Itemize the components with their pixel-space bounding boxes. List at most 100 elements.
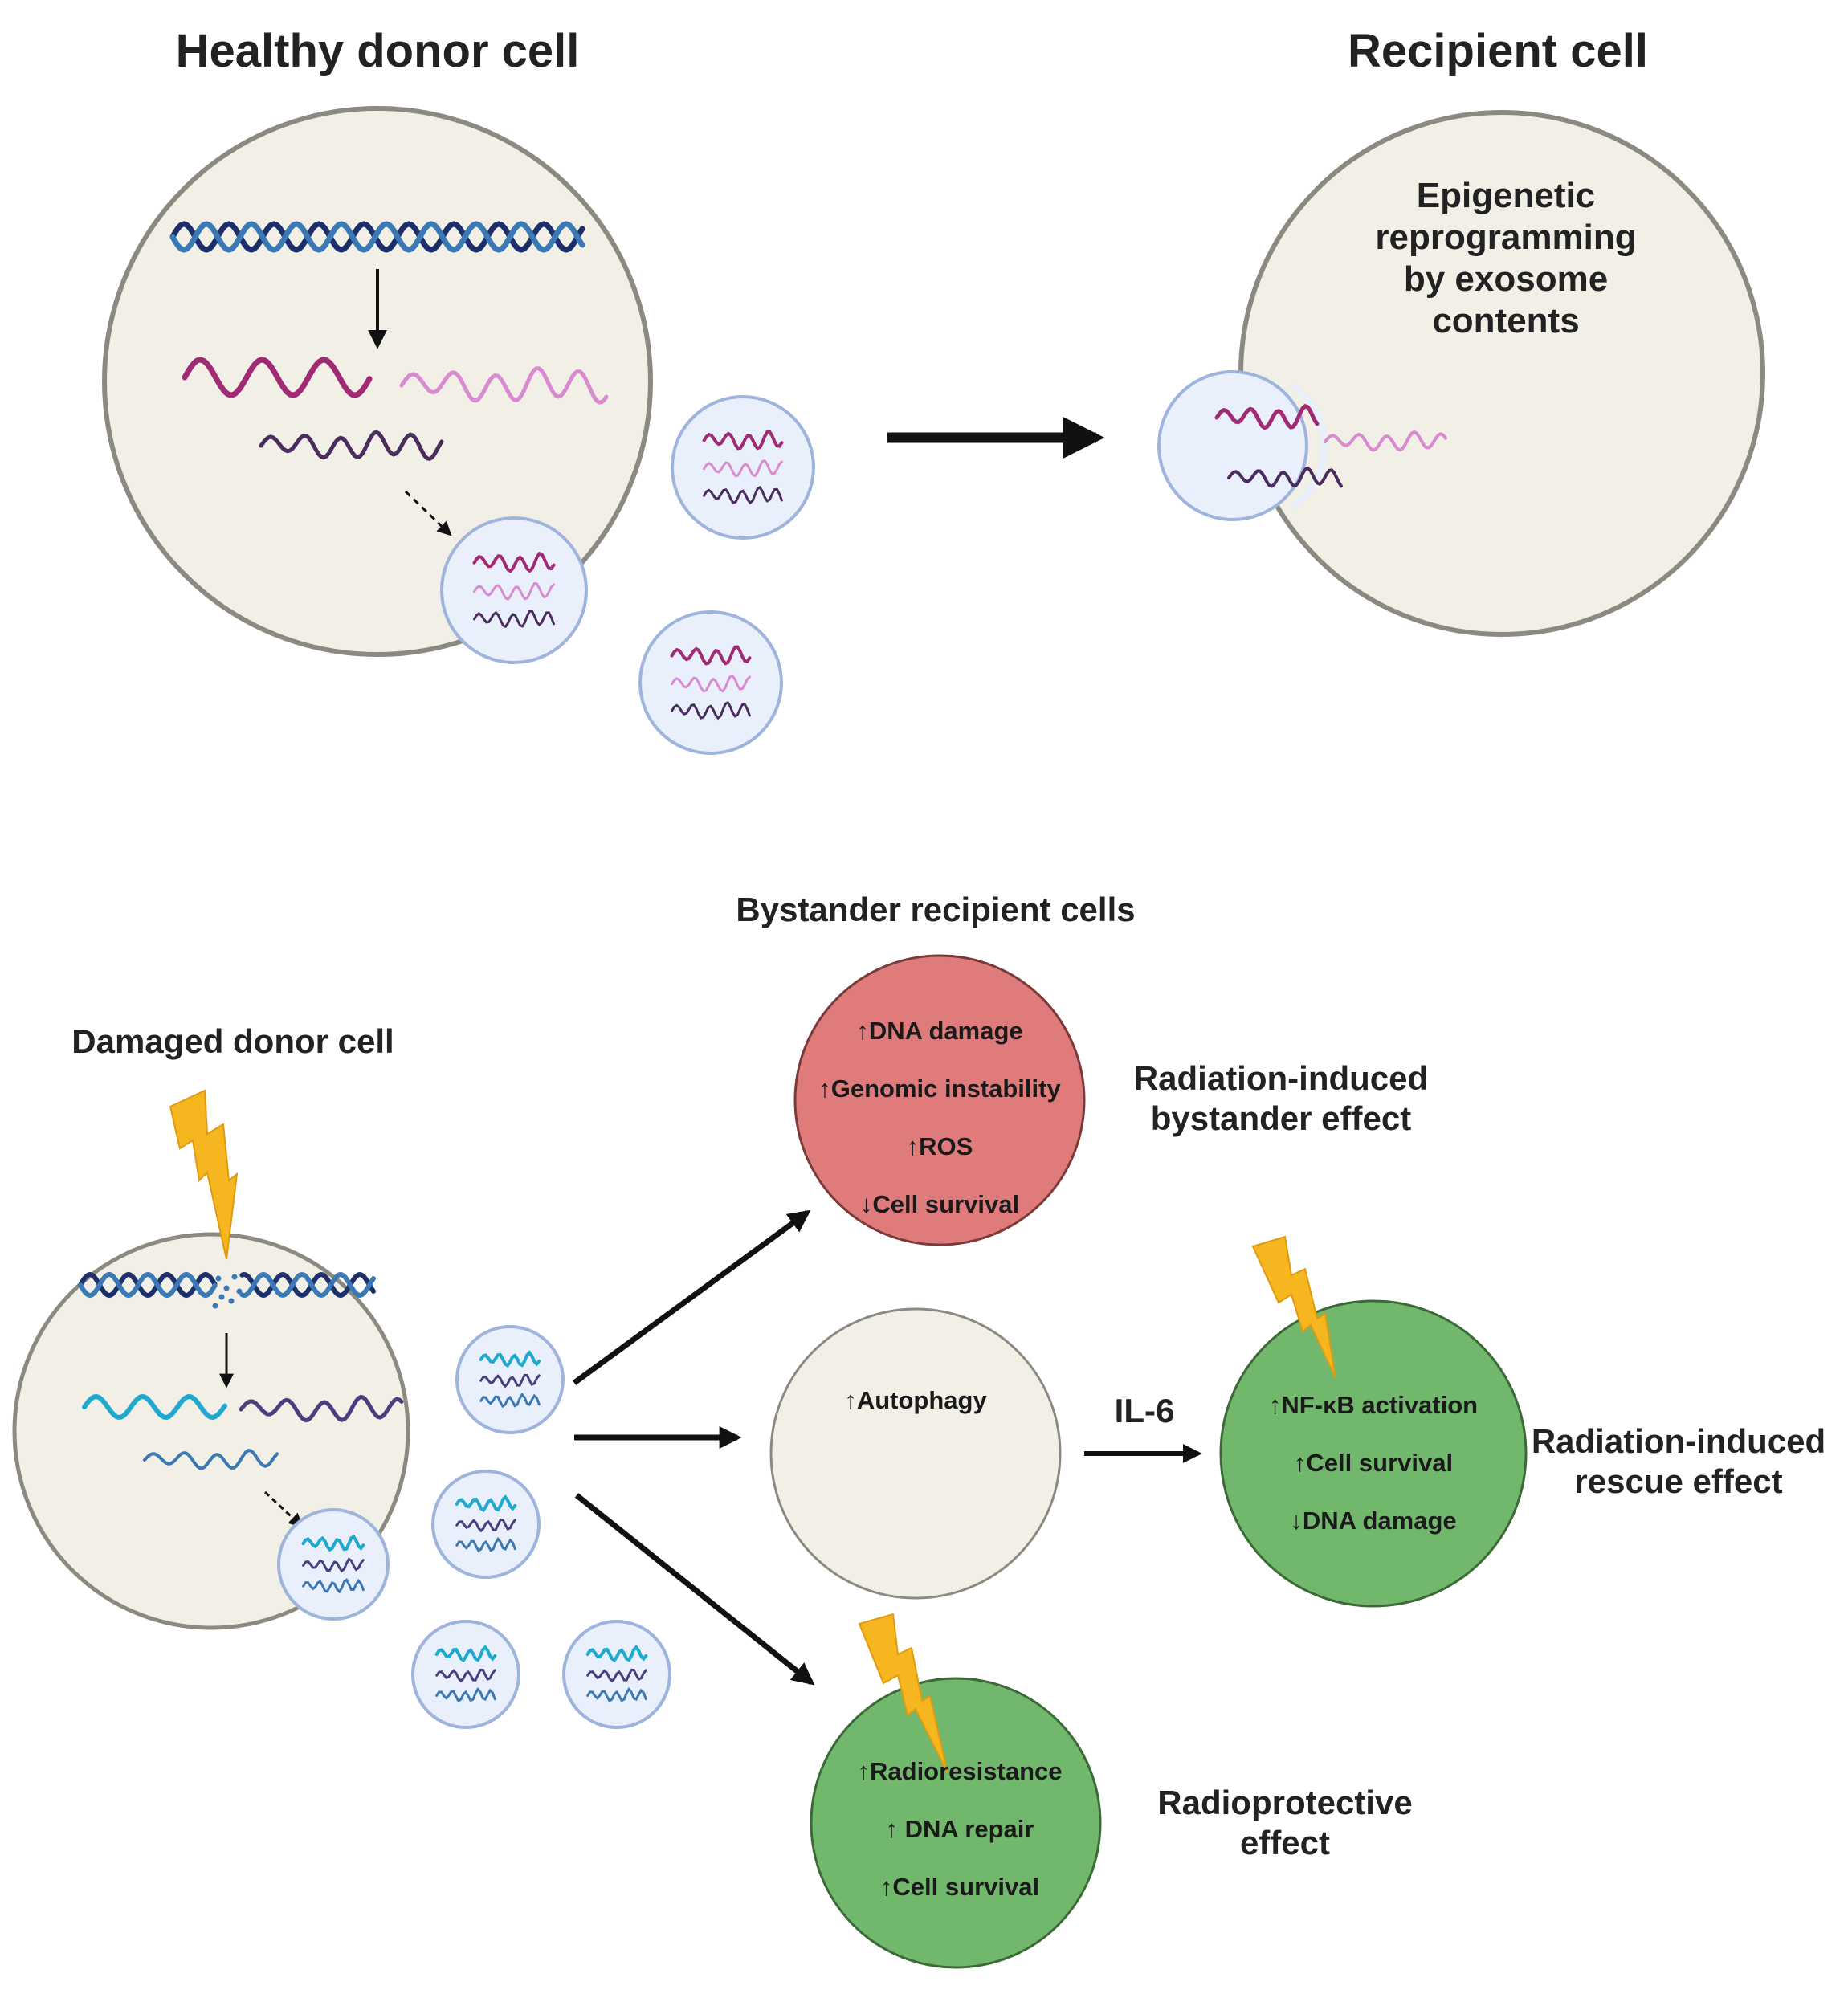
exosome-rna-2 <box>455 1518 516 1533</box>
arrow-to-radioprotective-cell <box>574 1493 815 1686</box>
exosome-rna-1 <box>702 430 784 451</box>
bystander-recipient-cells-title: Bystander recipient cells <box>736 891 1136 928</box>
exosome-rna-3 <box>455 1536 516 1553</box>
exosomes-bottom <box>277 1325 671 1729</box>
exosome-rna-1 <box>301 1534 365 1552</box>
exosome-rna-1 <box>670 645 752 666</box>
exosome-rna-3 <box>586 1686 647 1703</box>
epigenetic-line-1: Epigenetic <box>1416 176 1596 215</box>
rescue-effect-line-2: rescue effect <box>1574 1462 1783 1500</box>
dna-fragment-dot <box>218 1294 225 1300</box>
rna-group-healthy <box>182 357 609 462</box>
exosome-rna-3 <box>435 1686 496 1703</box>
exosome-rna-2 <box>473 581 555 601</box>
exosome-rna-1 <box>585 1645 648 1663</box>
exosome-bottom-1 <box>455 1325 565 1434</box>
exosome-rna-1 <box>479 1350 541 1368</box>
exosome-bottom-3 <box>411 1620 520 1729</box>
lightning-bolt-icon-damaged <box>169 1089 239 1260</box>
exosome-rna-1 <box>455 1494 517 1513</box>
exosome-rna-2 <box>435 1668 496 1683</box>
effect-ros-up: ↑ROS <box>906 1132 973 1160</box>
radioprotective-effect-label: Radioprotective effect <box>1124 1783 1446 1862</box>
rna-strand-purple <box>259 430 444 462</box>
released-rna-pink <box>1324 430 1447 452</box>
epigenetic-line-4: contents <box>1432 300 1580 340</box>
effect-dna-damage-up: ↑DNA damage <box>856 1017 1023 1045</box>
arrow-rna-to-exosome <box>404 490 452 536</box>
exosome-fusion-gap <box>1291 382 1328 509</box>
effect-cell-survival-up: ↑Cell survival <box>1293 1449 1454 1477</box>
exosome-rna-3 <box>703 485 783 505</box>
exosome-rna-1 <box>434 1645 497 1663</box>
dna-double-helix-healthy <box>169 221 585 253</box>
rna-strand-cyan <box>82 1393 227 1421</box>
effect-radioresistance-up: ↑Radioresistance <box>857 1757 1063 1785</box>
rna-strand-pink <box>399 366 609 405</box>
autophagy-cell <box>769 1307 1062 1600</box>
radioprotective-line-2: effect <box>1239 1823 1331 1861</box>
healthy-donor-cell-title: Healthy donor cell <box>175 25 580 77</box>
rescue-effect-cell <box>1219 1299 1528 1608</box>
dna-fragment-dot <box>231 1274 238 1280</box>
released-rna-purple <box>1227 466 1343 488</box>
lightning-bolt-icon-rescue <box>1251 1235 1336 1379</box>
autophagy-label: ↑Autophagy <box>844 1386 987 1414</box>
bystander-effect-cell <box>793 954 1086 1246</box>
effect-cell-survival-down: ↓Cell survival <box>859 1190 1020 1218</box>
bystander-cell-effects: ↑DNA damage ↑Genomic instability ↑ROS ↓C… <box>799 1002 1080 1234</box>
rna-group-damaged <box>82 1393 404 1470</box>
rescue-cell-effects: ↑NF-κB activation ↑Cell survival ↓DNA da… <box>1241 1376 1506 1550</box>
released-rna-magenta <box>1214 403 1320 430</box>
rna-strand-magenta <box>182 357 373 398</box>
dna-fragment-dot <box>228 1298 235 1304</box>
radiation-induced-bystander-effect-label: Radiation-induced bystander effect <box>1108 1058 1454 1138</box>
dna-fragment-dot <box>215 1275 222 1282</box>
dna-double-helix-damaged <box>78 1271 376 1309</box>
exosome-rna-3 <box>473 610 555 629</box>
exosomes-top <box>440 370 1447 755</box>
recipient-cell-title: Recipient cell <box>1348 25 1648 77</box>
dna-fragment-dot <box>212 1303 218 1309</box>
effect-dna-repair-up: ↑ DNA repair <box>885 1815 1034 1843</box>
radioprotective-line-1: Radioprotective <box>1157 1784 1413 1821</box>
exosome-membrane-fusing <box>1157 370 1308 521</box>
exosome-rna-3 <box>671 700 751 720</box>
il6-label: IL-6 <box>1114 1392 1175 1429</box>
rna-strand-blue <box>143 1449 279 1470</box>
effect-cell-survival-up-2: ↑Cell survival <box>879 1873 1040 1901</box>
dna-strand-2 <box>169 221 585 253</box>
effect-genomic-instability-up: ↑Genomic instability <box>818 1074 1061 1103</box>
exosome-bottom-2 <box>431 1470 541 1579</box>
radiation-induced-rescue-effect-label: Radiation-induced rescue effect <box>1510 1421 1847 1501</box>
radioprotective-cell-effects: ↑Radioresistance ↑ DNA repair ↑Cell surv… <box>835 1743 1084 1916</box>
exosome-fusing-recipient <box>1157 370 1447 521</box>
exosome-rna-2 <box>302 1557 365 1573</box>
epigenetic-line-2: reprogramming <box>1375 217 1637 257</box>
bystander-effect-line-1: Radiation-induced <box>1133 1059 1429 1097</box>
dna-fragment-dot <box>223 1285 230 1291</box>
exosome-rna-1 <box>472 552 556 573</box>
exosome-leaving-donor <box>440 516 588 664</box>
exosome-leaving-damaged <box>277 1508 390 1621</box>
rescue-effect-line-1: Radiation-induced <box>1531 1422 1826 1460</box>
exosome-free-1 <box>671 395 815 540</box>
epigenetic-reprogramming-text: Epigenetic reprogramming by exosome cont… <box>1317 175 1695 342</box>
exosome-rna-2 <box>671 674 751 693</box>
exosome-rna-2 <box>479 1373 541 1388</box>
rna-strand-navy <box>239 1394 404 1423</box>
exosome-free-2 <box>638 610 783 755</box>
radioprotective-cell <box>810 1677 1102 1969</box>
effect-dna-damage-down: ↓DNA damage <box>1290 1507 1457 1535</box>
arrow-to-bystander-cell <box>572 1209 811 1385</box>
exosome-rna-3 <box>302 1577 365 1594</box>
lightning-bolt-icon-radioprotective <box>858 1613 948 1774</box>
arrow-damaged-rna-to-exosome <box>263 1490 304 1528</box>
dna-fragment-dot <box>236 1288 243 1295</box>
bystander-effect-line-2: bystander effect <box>1150 1099 1412 1137</box>
effect-nfkb-activation-up: ↑NF-κB activation <box>1268 1391 1479 1419</box>
exosome-bottom-4 <box>562 1620 671 1729</box>
dna-strand-2 <box>78 1271 376 1299</box>
